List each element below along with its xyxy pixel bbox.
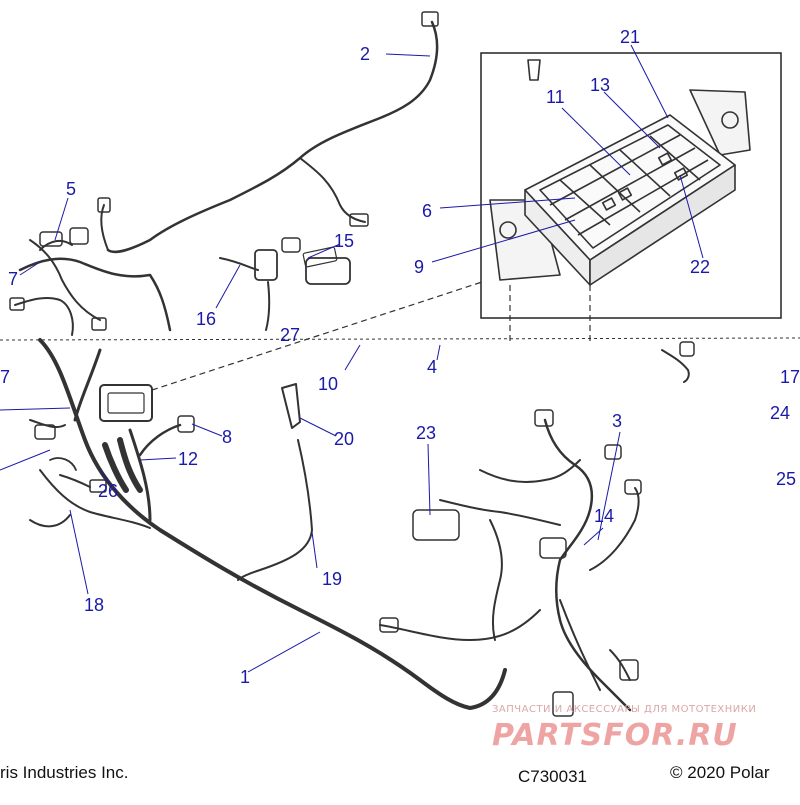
callout-16: 16 [196, 309, 217, 329]
callout-9: 9 [414, 257, 425, 277]
callout-18: 18 [84, 595, 105, 615]
callout-26: 26 [98, 481, 119, 501]
callout-13: 13 [590, 75, 611, 95]
callout-4: 4 [427, 357, 438, 377]
callout-23: 23 [416, 423, 437, 443]
callout-2: 2 [360, 44, 371, 64]
harness-1 [38, 338, 507, 710]
callout-12: 12 [178, 449, 199, 469]
harness-2 [106, 20, 439, 254]
callout-21: 21 [620, 27, 641, 47]
copyright-right: © 2020 Polar [670, 763, 770, 782]
callout-27: 27 [280, 325, 301, 345]
callout-6: 6 [422, 201, 433, 221]
harness-left-cluster [18, 257, 172, 332]
callout-22: 22 [690, 257, 711, 277]
callout-11: 11 [546, 87, 565, 107]
diagram-code: C730031 [518, 767, 588, 786]
callout-25: 25 [776, 469, 797, 489]
callout-8: 8 [222, 427, 233, 447]
callout-15: 15 [334, 231, 355, 251]
callout-7-upper: 7 [8, 269, 19, 289]
callout-7-lower: 7 [0, 367, 11, 387]
callout-1: 1 [240, 667, 251, 687]
callout-20: 20 [334, 429, 355, 449]
callout-24: 24 [770, 403, 791, 423]
copyright-left: ris Industries Inc. [0, 763, 129, 782]
watermark-logo: PARTSFOR.RU [492, 718, 738, 753]
callout-10: 10 [318, 374, 339, 394]
callout-14: 14 [594, 506, 615, 526]
callout-17: 17 [780, 367, 800, 387]
callout-5: 5 [66, 179, 77, 199]
callout-3: 3 [612, 411, 623, 431]
fuse-box-detail-inset [431, 44, 782, 319]
fuse-box-lower [99, 384, 153, 422]
callout-19: 19 [322, 569, 343, 589]
watermark-tagline: ЗАПЧАСТИ И АКСЕССУАРЫ ДЛЯ МОТОТЕХНИКИ [492, 704, 757, 715]
